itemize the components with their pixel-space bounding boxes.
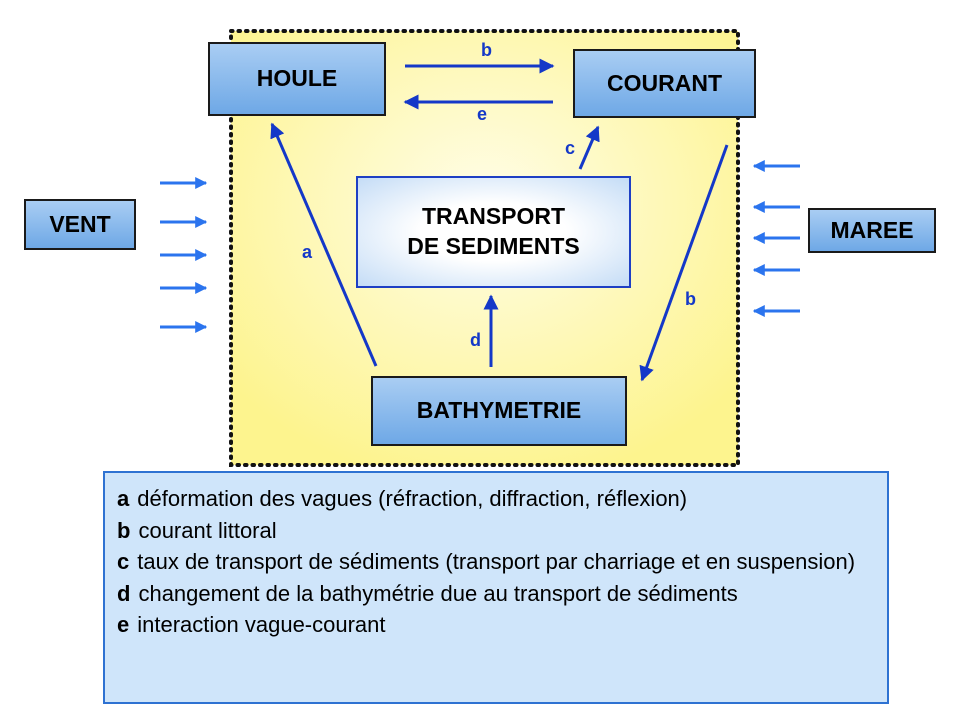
- edge-label-b-right: b: [685, 289, 696, 309]
- node-label: HOULE: [256, 65, 338, 92]
- node-label: MAREE: [830, 216, 914, 243]
- arrow-bathymetrie-to-houle: [270, 122, 378, 367]
- legend-text: taux de transport de sédiments (transpor…: [137, 549, 856, 574]
- legend-key: e: [117, 612, 130, 637]
- edge-label-a: a: [302, 242, 313, 262]
- edge-label-c: c: [565, 138, 576, 158]
- node-label-line1: TRANSPORT: [421, 203, 566, 230]
- node-label: VENT: [49, 210, 111, 237]
- wind-arrows: [160, 177, 208, 333]
- legend-text: changement de la bathymétrie due au tran…: [138, 580, 738, 606]
- edge-label-d: d: [470, 330, 481, 350]
- legend-key: b: [117, 517, 131, 543]
- node-maree: MAREE: [808, 208, 936, 253]
- legend-text: interaction vague-courant: [137, 612, 386, 637]
- arrow-transport-to-courant: [578, 125, 600, 170]
- legend-text: déformation des vagues (réfraction, diff…: [137, 486, 688, 511]
- legend-key: c: [117, 549, 130, 574]
- tide-arrows: [752, 160, 800, 317]
- node-bathymetrie: BATHYMETRIE: [371, 376, 627, 446]
- legend-key: a: [117, 486, 130, 511]
- edge-label-b-top: b: [481, 40, 492, 60]
- legend-key: d: [117, 580, 131, 606]
- legend-item-d: d changement de la bathymétrie due au tra…: [117, 578, 875, 610]
- legend-item-b: b courant littoral: [117, 515, 875, 547]
- node-label-line2: DE SEDIMENTS: [407, 233, 580, 259]
- arrow-courant-to-bathymetrie: [639, 144, 729, 382]
- legend-item-a: a déformation des vagues (réfraction, dif…: [117, 483, 875, 515]
- legend-box: a déformation des vagues (réfraction, dif…: [103, 471, 889, 704]
- node-vent: VENT: [24, 199, 136, 250]
- node-courant: COURANT: [573, 49, 756, 118]
- node-houle: HOULE: [208, 42, 386, 116]
- legend-item-c: c taux de transport de sédiments (transpo…: [117, 546, 875, 578]
- node-label: COURANT: [607, 69, 722, 96]
- legend-item-e: e interaction vague-courant: [117, 609, 875, 641]
- node-label: BATHYMETRIE: [416, 397, 582, 424]
- node-transport-sediments: TRANSPORT DE SEDIMENTS: [356, 176, 631, 288]
- edge-label-e: e: [477, 104, 488, 124]
- legend-text: courant littoral: [138, 517, 277, 543]
